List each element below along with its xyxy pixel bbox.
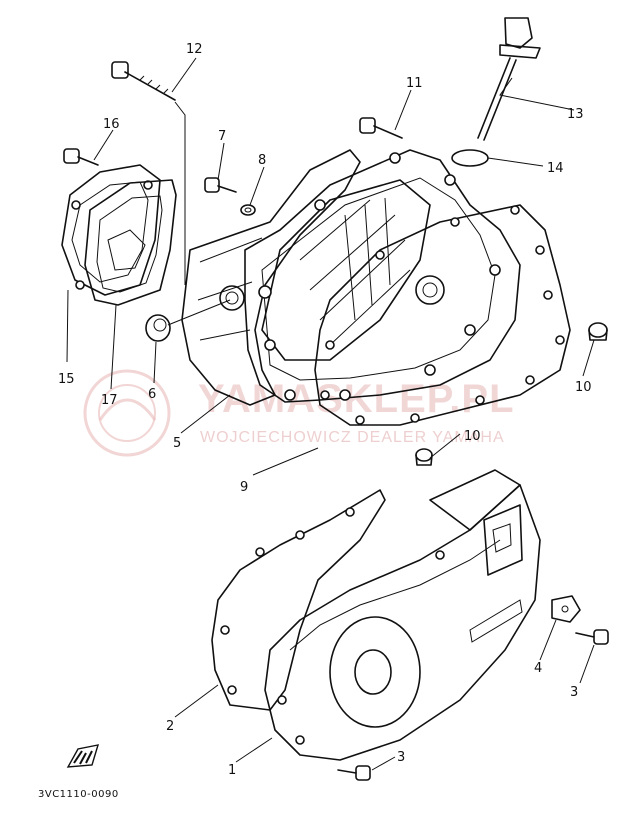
callout-1: 1 [228, 763, 236, 778]
o-ring [451, 149, 489, 167]
long-bolt [111, 61, 176, 101]
bolt-3a [575, 629, 609, 645]
washer-8 [240, 204, 256, 216]
plug-leader [167, 299, 231, 326]
crankcase-gasket [314, 204, 571, 426]
bolt-11 [359, 117, 403, 139]
watermark: YAMASKLEP.PL WOJCIECHOWICZ DEALER YAMAHA [83, 369, 515, 457]
leader-lines [66, 57, 595, 771]
callout-14: 14 [547, 161, 564, 176]
callout-6: 6 [148, 387, 156, 402]
callout-3-a: 3 [570, 685, 578, 700]
plug [145, 314, 171, 342]
small-cover-gasket [84, 179, 177, 306]
callout-15: 15 [58, 372, 75, 387]
crankcase-cover-body [181, 149, 431, 406]
lower-crankcase-cover [264, 469, 541, 761]
callout-8: 8 [258, 153, 266, 168]
watermark-logo-icon [83, 369, 171, 457]
lower-cover-gasket [211, 489, 386, 711]
oil-dipstick [477, 17, 541, 141]
callout-13: 13 [567, 107, 584, 122]
callout-4: 4 [534, 661, 542, 676]
diagram-code: 3VC1110-0090 [38, 789, 119, 800]
callout-17: 17 [101, 393, 118, 408]
callout-labels: 12 16 7 8 11 13 14 15 17 6 5 9 10 10 2 1… [58, 42, 592, 778]
callout-16: 16 [103, 117, 120, 132]
dowel-pin-b [415, 448, 433, 466]
long-bolt-leader [174, 101, 186, 285]
bolt-3b [337, 765, 371, 781]
small-cover [61, 164, 161, 296]
clamp-bracket [551, 595, 581, 623]
callout-3-b: 3 [397, 750, 405, 765]
callout-9: 9 [240, 480, 248, 495]
dowel-pin-a [588, 322, 608, 341]
callout-12: 12 [186, 42, 203, 57]
crankcase-housing [244, 149, 521, 403]
callout-11: 11 [406, 76, 423, 91]
callout-5: 5 [173, 436, 181, 451]
watermark-subtitle: WOJCIECHOWICZ DEALER YAMAHA [200, 429, 505, 446]
callout-7: 7 [218, 129, 226, 144]
callout-10-b: 10 [464, 429, 481, 444]
bolt-7 [204, 177, 237, 193]
callout-10-a: 10 [575, 380, 592, 395]
bolt-16 [63, 148, 99, 166]
watermark-title: YAMASKLEP.PL [198, 377, 515, 421]
callout-2: 2 [166, 719, 174, 734]
front-direction-icon [66, 744, 100, 768]
